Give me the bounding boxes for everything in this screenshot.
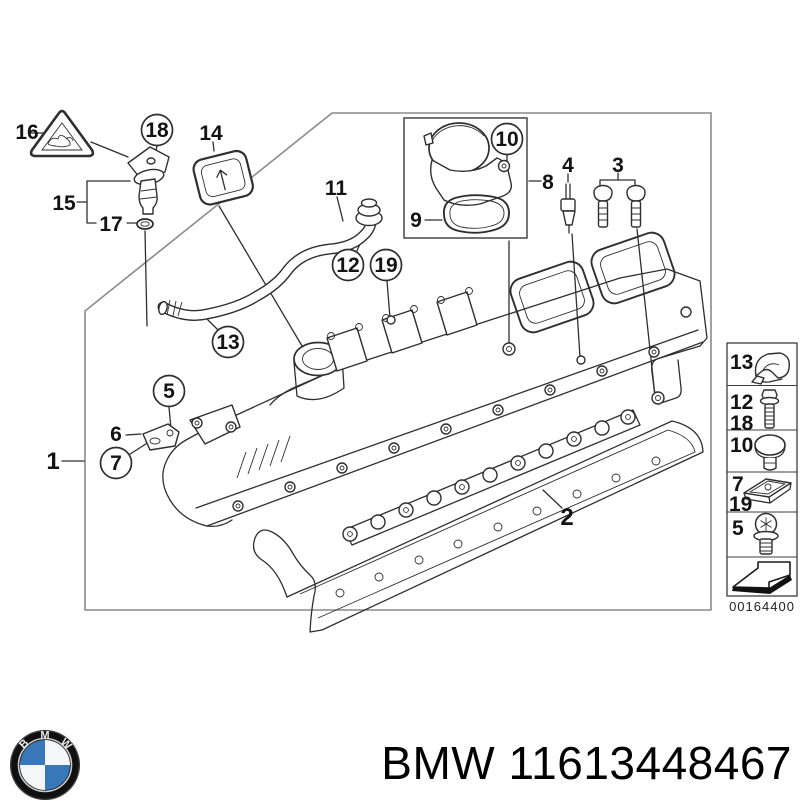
hose-clamp-icon (751, 352, 790, 385)
glow-element-drawing (560, 183, 576, 234)
pressure-valve-drawing (423, 122, 513, 207)
oil-filler-cap-drawing (192, 149, 254, 206)
stud-screw-icon (759, 389, 780, 429)
callout-6: 6 (110, 423, 122, 446)
callout-4: 4 (562, 154, 574, 177)
legend-label-5: 5 (732, 517, 744, 540)
parts-diagram: 16 18 14 15 17 11 12 19 13 10 9 8 4 3 5 … (15, 109, 798, 633)
roundel-quadrant-blue (45, 765, 70, 790)
bolts-drawing (593, 184, 646, 228)
legend-panel: 13 12 18 10 (726, 342, 798, 614)
callouts: 16 18 14 15 17 11 12 19 13 10 9 8 4 3 5 … (15, 113, 624, 531)
legend-row (732, 561, 792, 594)
vent-hose-drawing (157, 198, 383, 321)
legend-label-18: 18 (730, 412, 754, 435)
roundel-quadrant-white (20, 765, 45, 790)
part-number-text: BMW 11613448467 (381, 736, 792, 790)
sensor-o-ring-drawing (136, 218, 154, 230)
callout-8: 8 (542, 171, 554, 194)
bmw-logo: B M W (4, 729, 86, 800)
callout-19-circle (369, 248, 403, 282)
legend-label-13: 13 (730, 351, 753, 374)
callout-18-circle (140, 113, 174, 147)
callout-18: 18 (145, 119, 169, 142)
pressure-valve-box (403, 117, 528, 239)
valve-cover-drawing (162, 231, 708, 528)
legend-row: 12 18 (730, 389, 780, 435)
legend-label-7: 7 (732, 473, 744, 496)
callout-14: 14 (199, 122, 223, 145)
callout-7: 7 (110, 452, 122, 475)
callout-5-circle (152, 374, 186, 408)
valve-gasket-drawing (443, 194, 510, 234)
legend-diagram-code: 00164400 (729, 599, 795, 614)
callout-1: 1 (46, 448, 59, 475)
callout-13-circle (211, 325, 245, 359)
callout-5: 5 (163, 380, 175, 403)
warning-triangle-icon (29, 109, 95, 158)
callout-12-circle (331, 248, 365, 282)
callout-12: 12 (336, 254, 359, 277)
cover-gasket-drawing (252, 420, 704, 633)
torx-screw-icon (753, 512, 779, 555)
legend-label-19: 19 (729, 493, 752, 516)
bracket-drawing (142, 423, 180, 451)
hose-connector-drawing (355, 198, 383, 227)
legend-row: 5 (732, 512, 779, 555)
legend-row: 10 (730, 434, 786, 471)
legend-label-10: 10 (730, 434, 753, 457)
roundel-quadrant-white (45, 740, 70, 765)
flange-bosses (232, 346, 660, 512)
diagram-frame (84, 112, 712, 611)
roundel-quadrant-blue (20, 740, 45, 765)
callout-19: 19 (374, 254, 397, 277)
logo-letter-m: M (40, 730, 49, 742)
callout-15: 15 (52, 192, 76, 215)
brand-text: BMW (381, 737, 496, 789)
callout-2: 2 (560, 504, 573, 531)
callout-16: 16 (15, 121, 38, 144)
hex-bolt-icon (754, 434, 786, 471)
legend-label-12: 12 (730, 391, 753, 414)
callout-3: 3 (612, 154, 624, 177)
callout-10-circle (490, 122, 524, 156)
callout-7-circle (99, 446, 133, 480)
callout-13: 13 (216, 331, 239, 354)
inner-gasket-drawing (342, 409, 641, 546)
callout-17: 17 (99, 213, 122, 236)
callout-9: 9 (410, 209, 422, 232)
spring-clip-icon (743, 478, 792, 504)
legend-row: 7 19 (729, 473, 792, 516)
camshaft-sensor-drawing (127, 146, 170, 215)
callout-10: 10 (495, 128, 518, 151)
direction-arrow-icon (732, 561, 792, 594)
legend-row: 13 (730, 351, 790, 385)
part-number: 11613448467 (508, 737, 792, 789)
callout-11: 11 (325, 177, 348, 200)
